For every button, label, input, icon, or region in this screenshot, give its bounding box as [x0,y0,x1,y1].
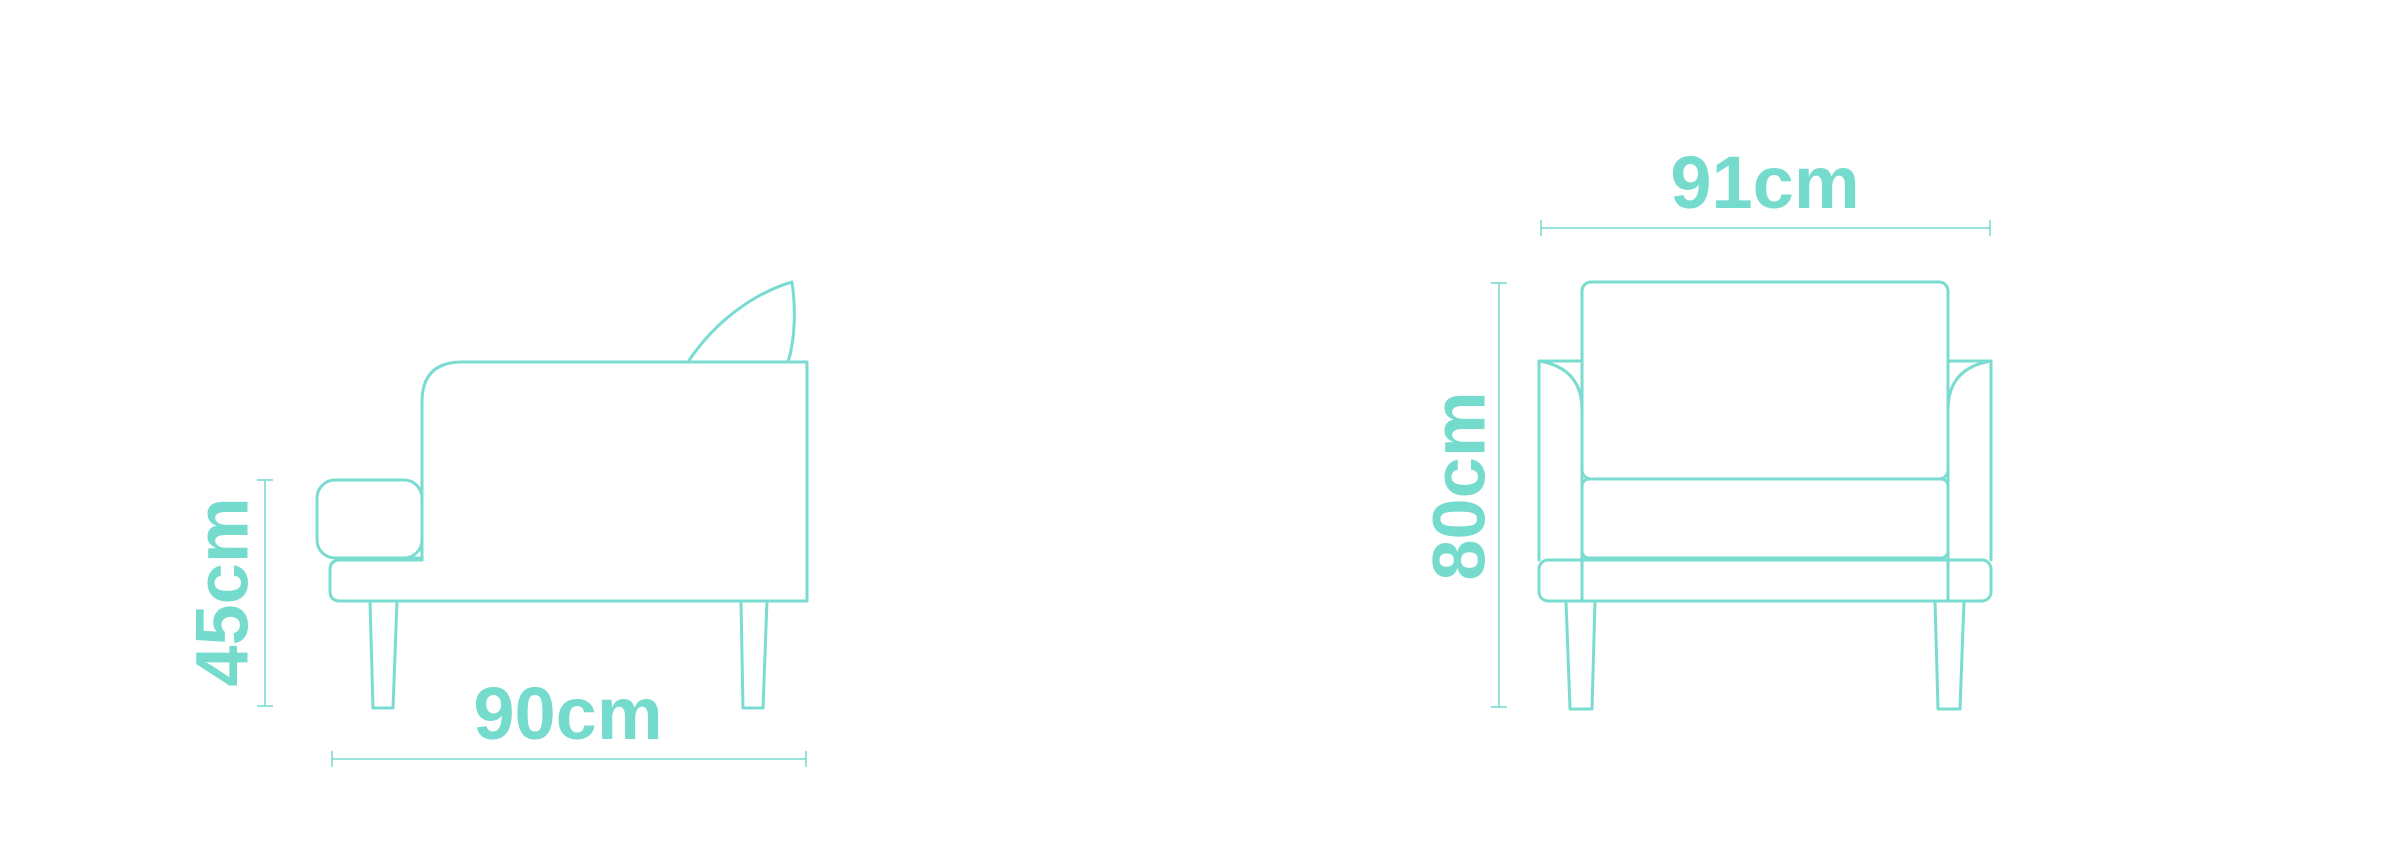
front-view: 91cm 80cm [1418,141,1993,711]
side-view-height-dimension [257,479,273,707]
front-view-right-leg [1933,599,1966,711]
front-view-back-cushion [1580,280,1950,481]
front-view-left-arm-curve [1537,359,1584,412]
front-view-right-arm-curve [1946,359,1993,412]
side-view-front-leg [368,599,399,710]
front-view-chair-outline [1537,280,1993,711]
front-view-height-label: 80cm [1418,391,1501,580]
front-view-base [1537,558,1993,603]
front-view-width-label: 91cm [1670,141,1859,224]
side-view-height-label: 45cm [181,497,264,686]
front-view-seat-cushion [1580,477,1950,560]
front-view-width-dimension [1540,220,1991,236]
side-view-pillow [686,280,796,364]
side-view-depth-label: 90cm [473,672,662,755]
side-view-back-leg [739,599,769,710]
front-view-right-arm [1946,359,1993,603]
side-view-depth-dimension [331,751,807,767]
side-view-chair-outline [315,280,809,710]
side-view-armrest [315,478,424,560]
front-view-left-arm [1537,359,1584,603]
front-view-height-dimension [1491,282,1507,708]
front-view-left-leg [1564,599,1597,711]
side-view-seat-base [328,558,424,603]
side-view: 45cm 90cm [181,280,809,767]
side-view-back-and-body [338,360,809,603]
